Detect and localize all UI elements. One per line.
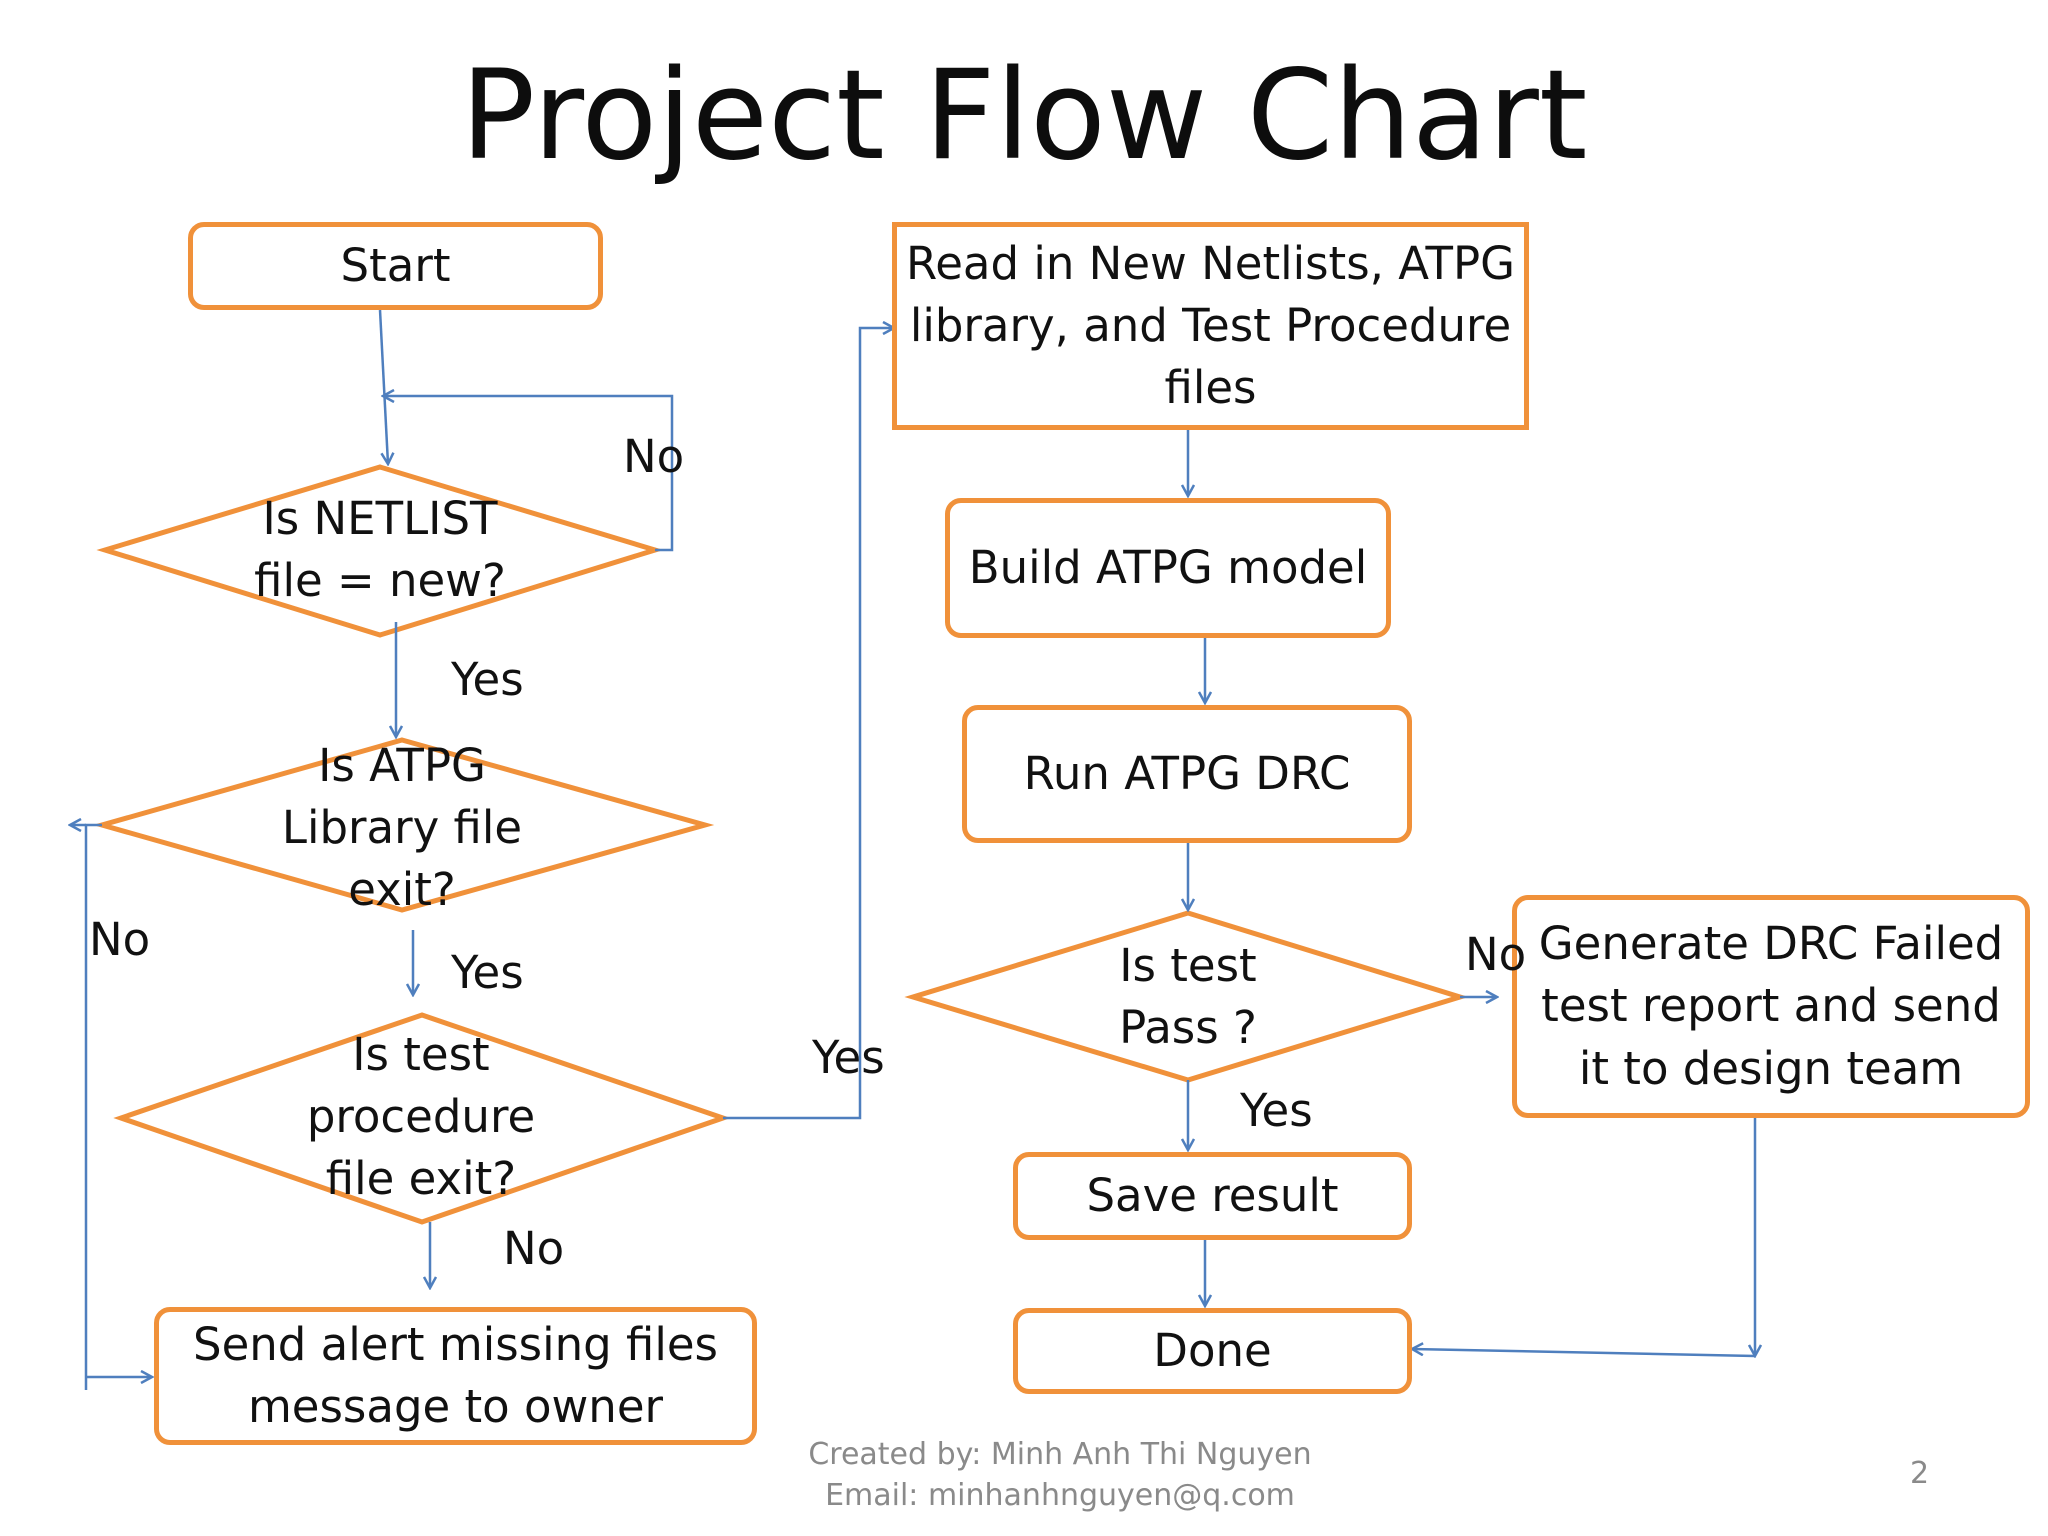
start-node: Start	[188, 222, 603, 310]
edge-label-library-yes: Yes	[451, 946, 524, 999]
edge-label-pass-yes: Yes	[1240, 1084, 1313, 1137]
procedure-decision-text: Is test procedure file exit?	[306, 1028, 536, 1206]
test-pass-decision-text: Is test Pass ?	[1119, 939, 1257, 1055]
save-result-node: Save result	[1013, 1152, 1412, 1240]
run-drc-node: Run ATPG DRC	[962, 705, 1412, 843]
connector-report-to-done	[1412, 1349, 1756, 1358]
connector-procedure-yes	[723, 328, 894, 1120]
send-alert-node: Send alert missing files message to owne…	[154, 1307, 757, 1445]
connector-library-no	[84, 823, 102, 1390]
library-decision-shape	[92, 737, 715, 913]
procedure-decision-shape	[113, 1012, 731, 1225]
footer-created-by: Created by: Minh Anh Thi Nguyen	[808, 1437, 1312, 1472]
netlist-decision-shape	[96, 464, 664, 638]
edge-label-netlist-yes: Yes	[451, 653, 524, 706]
generate-report-node: Generate DRC Failed test report and send…	[1512, 895, 2030, 1118]
connector-netlist-no-loop	[383, 396, 674, 552]
page-number: 2	[1910, 1456, 1930, 1491]
edge-label-pass-no: No	[1465, 928, 1527, 981]
library-decision-text: Is ATPG Library file exit?	[281, 739, 523, 917]
edge-label-library-no: No	[89, 913, 151, 966]
connector-start-to-netlist	[378, 309, 388, 464]
footer-email: Email: minhanhnguyen@q.com	[825, 1477, 1295, 1513]
done-node: Done	[1013, 1308, 1412, 1394]
read-files-node: Read in New Netlists, ATPG library, and …	[892, 222, 1529, 430]
build-model-node: Build ATPG model	[945, 498, 1391, 638]
edge-label-procedure-no: No	[503, 1222, 565, 1275]
netlist-decision-text: Is NETLIST file = new?	[254, 492, 506, 608]
edge-label-procedure-yes: Yes	[812, 1031, 885, 1084]
slide-title: Project Flow Chart	[460, 44, 1588, 188]
edge-label-netlist-no: No	[623, 430, 685, 483]
footer-credits: Created by: Minh Anh Thi Nguyen Email: m…	[700, 1435, 1420, 1516]
